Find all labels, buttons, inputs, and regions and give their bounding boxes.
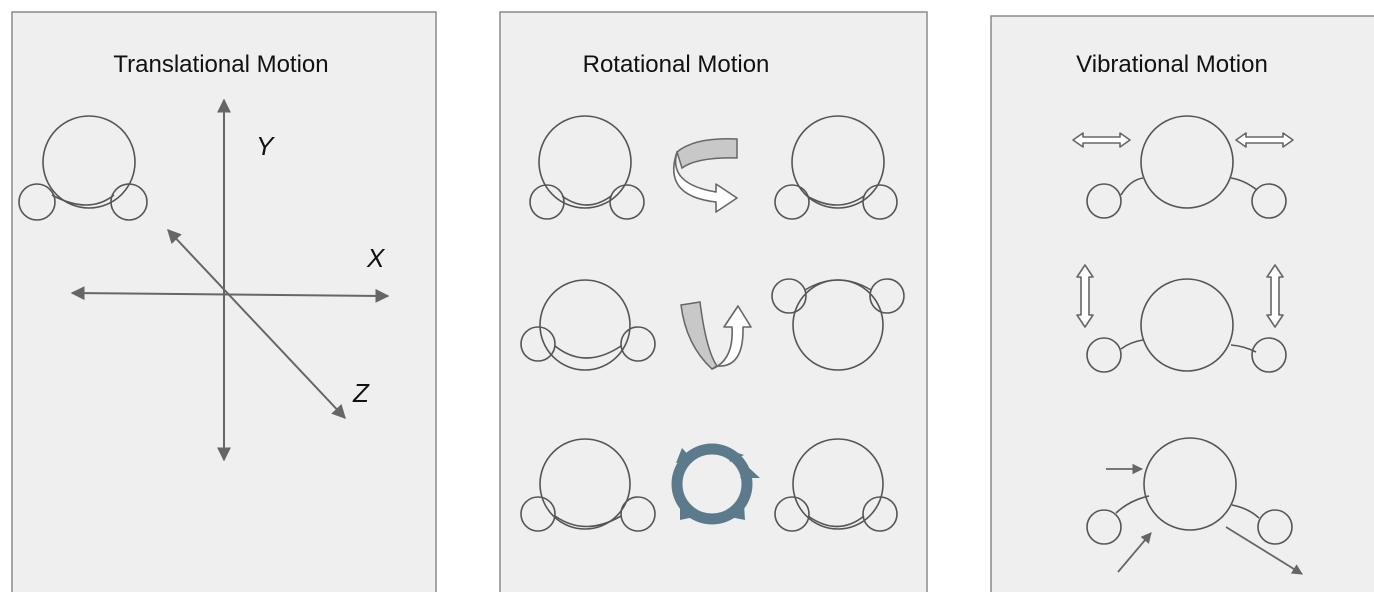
rotational-panel: Rotational Motion xyxy=(499,11,928,592)
molecule xyxy=(1086,115,1287,219)
molecule xyxy=(520,279,656,371)
z-axis-label: Z xyxy=(352,378,370,408)
x-axis-label: X xyxy=(366,243,386,273)
vibrational-panel: Vibrational Motion xyxy=(990,15,1374,592)
molecule xyxy=(1086,278,1287,373)
molecule xyxy=(529,115,645,220)
panel-title: Vibrational Motion xyxy=(1076,51,1268,78)
z-axis xyxy=(167,228,346,420)
panel-frame xyxy=(990,15,1374,592)
double-arrow-horizontal-icon xyxy=(1072,132,1131,148)
panel-frame xyxy=(499,11,928,592)
molecule xyxy=(18,115,148,221)
rotation-arrow-horizontal-icon xyxy=(672,138,738,213)
molecule xyxy=(771,278,905,371)
molecule xyxy=(774,115,898,220)
molecule xyxy=(520,438,656,532)
double-arrow-horizontal-icon xyxy=(1235,132,1294,148)
double-arrow-vertical-icon xyxy=(1266,264,1284,328)
panel-title: Rotational Motion xyxy=(583,51,770,78)
axes xyxy=(70,98,390,462)
panel-title: Translational Motion xyxy=(113,51,328,78)
molecule xyxy=(1086,437,1293,545)
y-axis-label: Y xyxy=(256,131,275,161)
arrow-icon xyxy=(1117,532,1152,573)
rotation-arrow-vertical-icon xyxy=(680,301,752,370)
molecule xyxy=(774,438,898,532)
translational-panel: Translational Motion Y X Z xyxy=(11,11,437,592)
double-arrow-vertical-icon xyxy=(1076,264,1094,328)
arrow-icon xyxy=(1225,526,1303,575)
cycle-arrows-icon xyxy=(671,443,760,525)
